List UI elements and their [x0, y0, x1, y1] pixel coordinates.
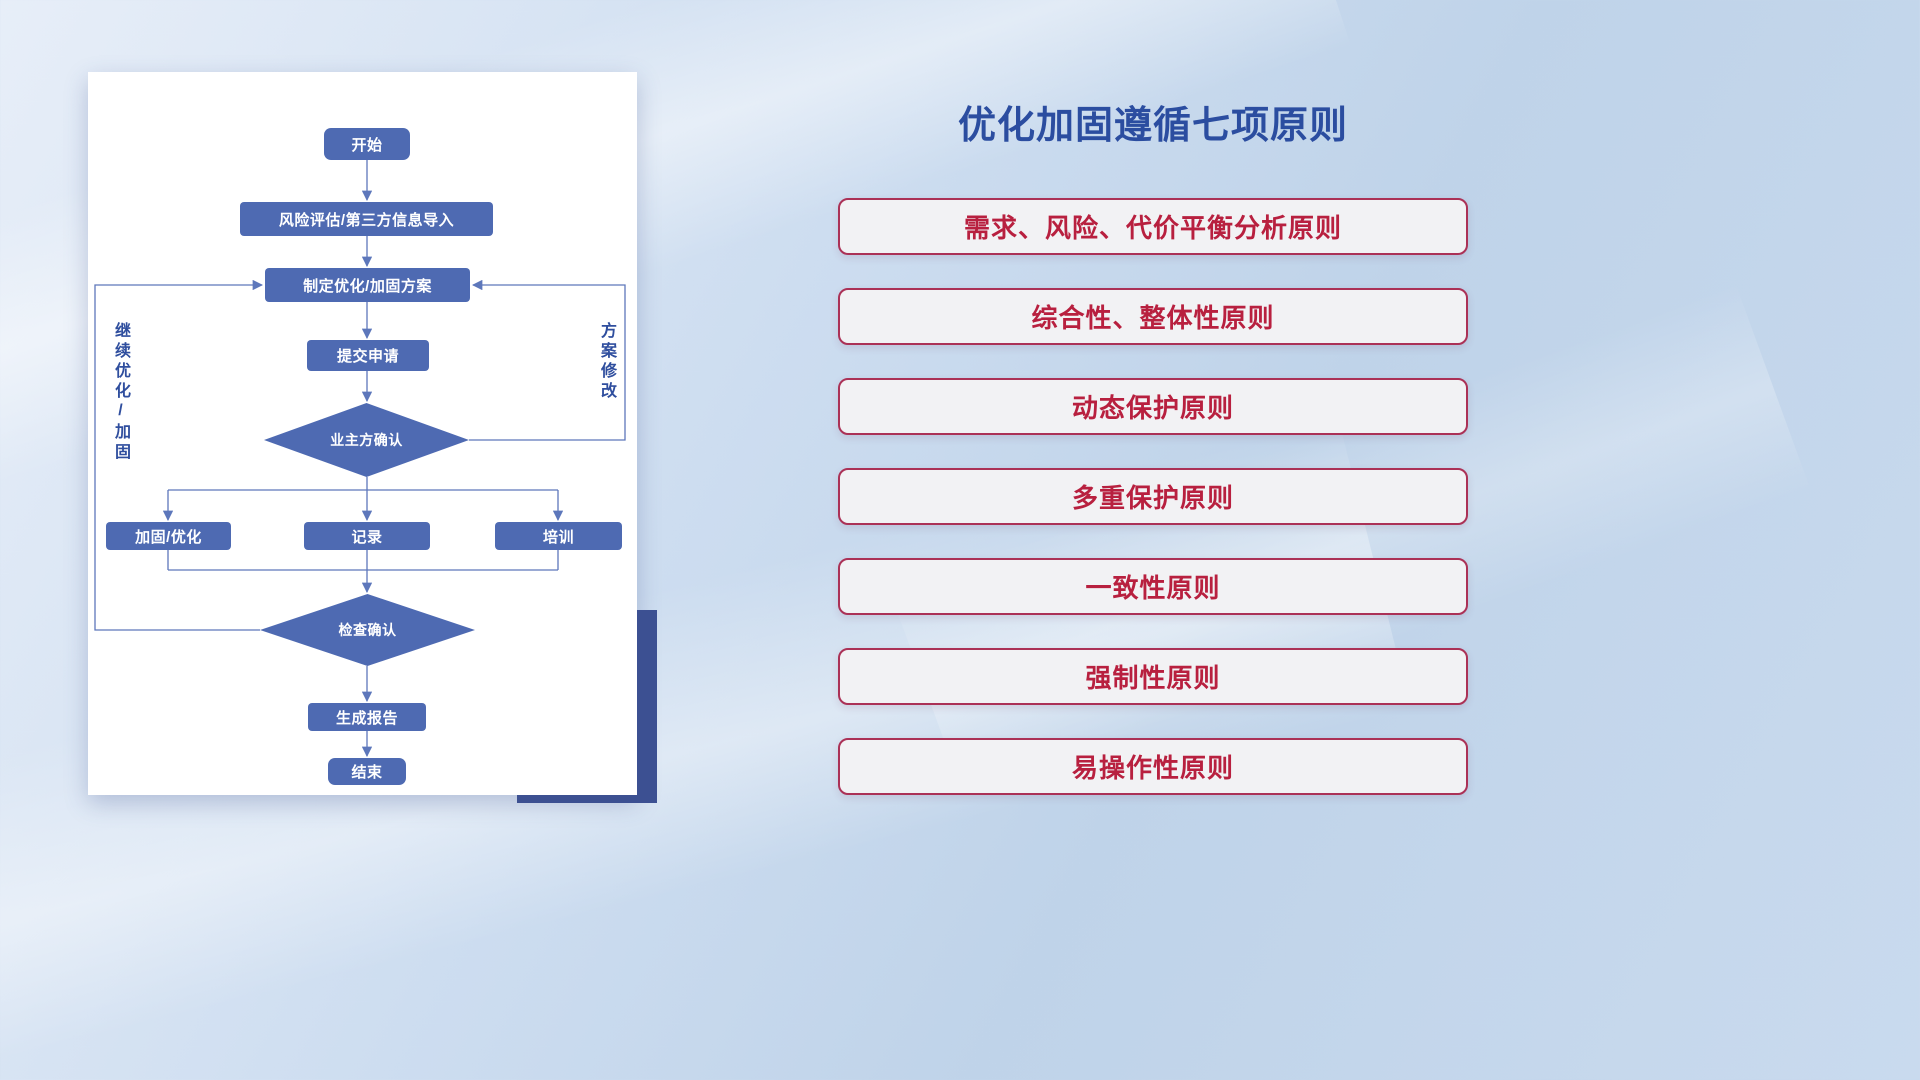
principle-item-label: 多重保护原则	[1071, 483, 1234, 513]
loop-label-continue-optimize: 继续优化/加固	[112, 322, 129, 463]
flow-node-submit-label: 提交申请	[336, 348, 399, 365]
flow-node-end-label: 结束	[351, 764, 383, 781]
flow-node-risk-assessment: 风险评估/第三方信息导入	[240, 202, 493, 236]
principle-item: 需求、风险、代价平衡分析原则	[838, 198, 1468, 255]
flow-node-report: 生成报告	[308, 703, 426, 731]
principle-item: 动态保护原则	[838, 378, 1468, 435]
flow-node-plan: 制定优化/加固方案	[265, 268, 470, 302]
flow-node-training-label: 培训	[542, 528, 574, 546]
flow-node-check-confirm-label: 检查确认	[338, 622, 397, 638]
principle-item-label: 一致性原则	[1085, 573, 1221, 603]
flow-node-training: 培训	[495, 522, 622, 550]
flowchart: 开始 风险评估/第三方信息导入 制定优化/加固方案 提交申请 业主方确认 加固/…	[88, 72, 637, 795]
flow-node-end: 结束	[328, 758, 406, 785]
flow-node-risk-label: 风险评估/第三方信息导入	[278, 211, 455, 229]
flow-node-start: 开始	[324, 128, 410, 160]
principle-item-label: 需求、风险、代价平衡分析原则	[963, 213, 1342, 243]
principle-item: 易操作性原则	[838, 738, 1468, 795]
flowchart-connectors	[94, 160, 626, 758]
principle-item: 综合性、整体性原则	[838, 288, 1468, 345]
flow-node-submit: 提交申请	[307, 340, 429, 371]
flow-node-owner-confirm-label: 业主方确认	[330, 432, 403, 448]
principle-item: 一致性原则	[838, 558, 1468, 615]
principle-item-label: 强制性原则	[1085, 663, 1221, 693]
principle-item: 多重保护原则	[838, 468, 1468, 525]
principle-item: 强制性原则	[838, 648, 1468, 705]
principle-item-label: 综合性、整体性原则	[1031, 303, 1275, 333]
flow-node-report-label: 生成报告	[335, 709, 398, 727]
connector-lines	[94, 160, 626, 758]
flow-node-reinforce: 加固/优化	[106, 522, 231, 550]
flow-node-record: 记录	[304, 522, 430, 550]
loop-label-plan-revision: 方案修改	[598, 322, 615, 402]
principles-list: 需求、风险、代价平衡分析原则 综合性、整体性原则 动态保护原则 多重保护原则 一…	[838, 198, 1468, 795]
flow-node-reinforce-label: 加固/优化	[135, 528, 202, 546]
principle-item-label: 易操作性原则	[1071, 753, 1234, 783]
flow-node-record-label: 记录	[351, 528, 383, 546]
flow-node-plan-label: 制定优化/加固方案	[303, 277, 432, 295]
flowchart-panel: 开始 风险评估/第三方信息导入 制定优化/加固方案 提交申请 业主方确认 加固/…	[88, 72, 637, 795]
page-title: 优化加固遵循七项原则	[957, 105, 1348, 147]
principle-item-label: 动态保护原则	[1071, 393, 1234, 423]
flow-node-start-label: 开始	[351, 136, 383, 154]
